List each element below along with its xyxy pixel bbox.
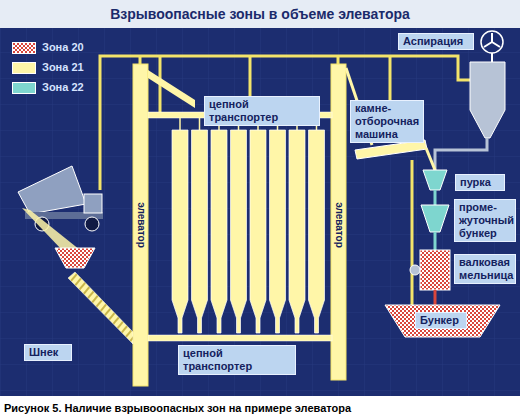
label-box: пурка (455, 174, 505, 191)
label-box: камне- отборочная машина (350, 100, 424, 143)
cyclone-outlet (435, 138, 487, 170)
feed-pipe (179, 118, 181, 130)
mill-drive (410, 265, 420, 275)
silo (309, 130, 325, 333)
label-text: камне- отборочная машина (355, 102, 419, 141)
chute (148, 70, 195, 108)
label-text: цепной транспортер (209, 98, 315, 124)
caption-band (0, 396, 520, 419)
label-text: валковая мельница (459, 256, 511, 282)
intermediate-bin (421, 205, 449, 232)
label-text: Шнек (29, 346, 67, 359)
pipe (434, 232, 437, 250)
roller-mill (420, 250, 450, 290)
legend-swatch (12, 62, 36, 74)
legend-label: Зона 22 (42, 81, 84, 94)
label-box: цепной транспортер (204, 96, 320, 126)
chain-conveyor (148, 335, 332, 341)
label-text: Аспирация (403, 35, 469, 48)
caption: Рисунок 5. Наличие взрывоопасных зон на … (4, 401, 351, 415)
pipe (434, 190, 437, 205)
legend-label: Зона 20 (42, 41, 84, 54)
fan-pipe (491, 53, 493, 62)
silo (211, 130, 227, 333)
label-box: Бункер (415, 312, 467, 329)
label-box: проме- жуточный бункер (454, 199, 516, 242)
label-text: пурка (460, 176, 500, 189)
label-box: цепной транспортер (178, 345, 296, 375)
receiving-hopper (55, 248, 95, 268)
legend-swatch (12, 82, 36, 94)
label-text: Бункер (420, 314, 462, 327)
equipment-label: элеватор (333, 202, 345, 248)
silo (270, 130, 286, 333)
elevator-column (331, 64, 346, 380)
label-box: Аспирация (398, 33, 474, 50)
label-text: проме- жуточный бункер (459, 201, 511, 240)
cyclone (470, 62, 505, 138)
silo (289, 130, 305, 333)
silo (231, 130, 247, 333)
label-box: Шнек (24, 344, 72, 361)
fan (481, 31, 503, 53)
background (0, 28, 520, 396)
silo-group (172, 118, 325, 333)
title: Взрывоопасные зоны в объеме элеватора (0, 5, 520, 23)
bunker (385, 305, 500, 337)
grain-stream (22, 208, 80, 250)
hopper (423, 170, 447, 190)
label-text: цепной транспортер (183, 347, 291, 373)
pipe (434, 290, 437, 305)
title-band (0, 0, 520, 28)
screw-conveyor (68, 272, 133, 344)
label-box: валковая мельница (454, 254, 516, 284)
feed-pipe (199, 118, 201, 130)
chute (426, 148, 435, 170)
silo (250, 130, 266, 333)
equipment-label: элеватор (135, 202, 147, 248)
silo (172, 130, 188, 333)
legend-label: Зона 21 (42, 61, 84, 74)
truck (18, 166, 103, 231)
silo (192, 130, 208, 333)
elevator-column (133, 64, 148, 386)
legend-swatch (12, 42, 36, 54)
